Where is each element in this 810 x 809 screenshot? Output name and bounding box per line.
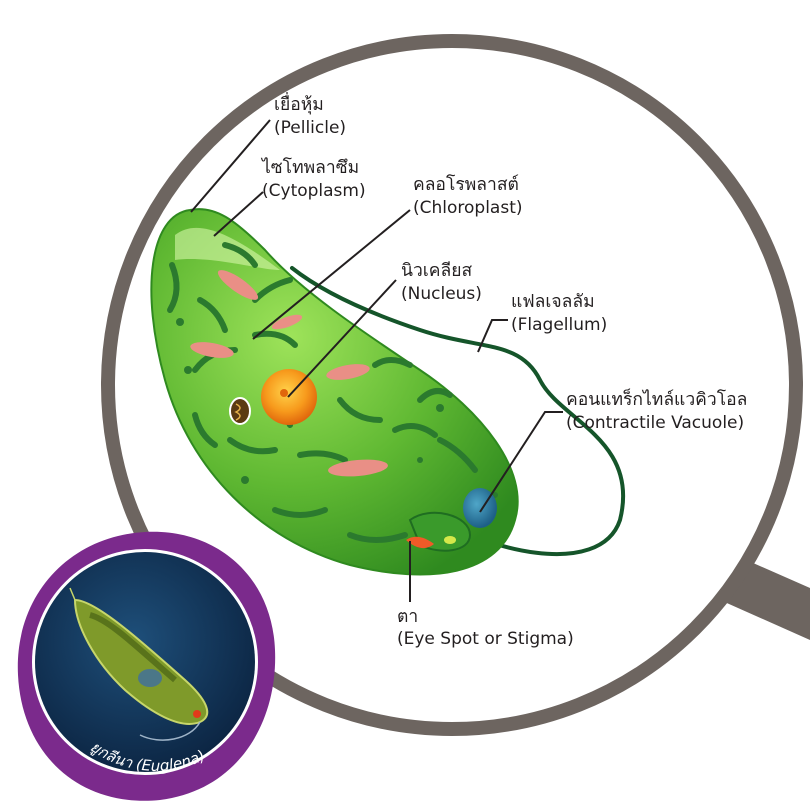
label-eye-spot-english: (Eye Spot or Stigma) xyxy=(397,629,574,649)
organelle-brown xyxy=(230,398,250,424)
label-chloroplast-thai: คลอโรพลาสต์ xyxy=(413,174,519,195)
label-cytoplasm-english: (Cytoplasm) xyxy=(262,181,366,201)
label-pellicle-english: (Pellicle) xyxy=(274,118,346,138)
label-nucleus-english: (Nucleus) xyxy=(401,284,482,304)
label-cytoplasm-thai: ไซโทพลาซึม xyxy=(260,157,359,178)
label-nucleus-thai: นิวเคลียส xyxy=(401,261,472,281)
label-flagellum-thai: แฟลเจลลัม xyxy=(511,292,595,312)
euglena-micrograph-badge: ยูกลีนา (Euglena) xyxy=(18,532,275,801)
label-vacuole-thai: คอนแทร็กไทล์แวคิวโอล xyxy=(566,388,747,410)
label-chloroplast-english: (Chloroplast) xyxy=(413,198,523,218)
label-pellicle-thai: เยื่อหุ้ม xyxy=(274,92,324,115)
label-vacuole-english: (Contractile Vacuole) xyxy=(566,413,744,433)
nucleolus xyxy=(280,389,288,397)
label-eye-spot-thai: ตา xyxy=(397,607,418,627)
label-flagellum-english: (Flagellum) xyxy=(511,315,607,335)
